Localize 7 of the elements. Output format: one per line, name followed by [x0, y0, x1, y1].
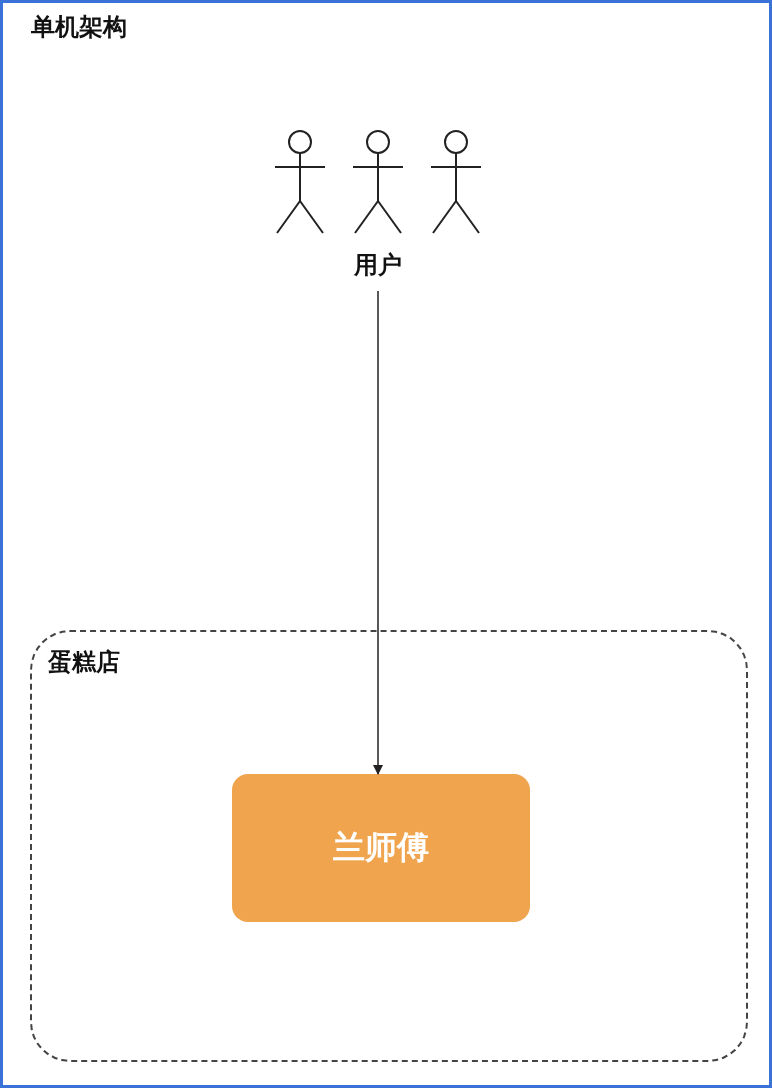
- dashed-group-box: [30, 630, 748, 1062]
- group-title: 蛋糕店: [48, 647, 120, 678]
- actor-label: 用户: [354, 250, 402, 281]
- process-box: [232, 774, 530, 922]
- frame-label: 单机架构: [31, 12, 127, 43]
- arrow: [373, 290, 383, 775]
- box-label: 兰师傅: [333, 827, 429, 868]
